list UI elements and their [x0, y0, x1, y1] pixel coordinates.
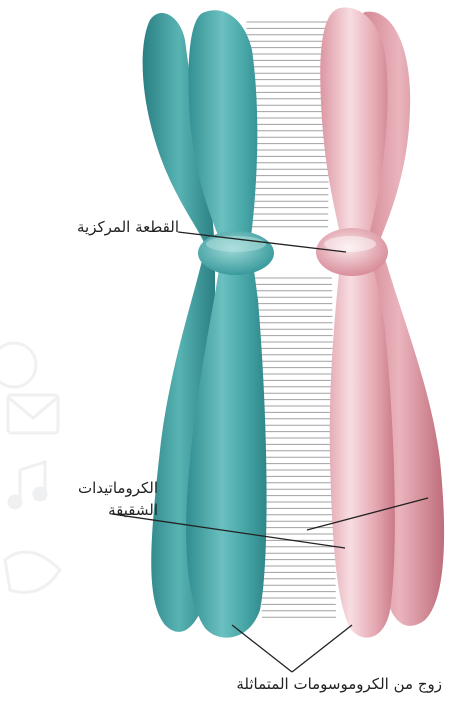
- watermark: [0, 343, 60, 593]
- left-chromosome: [143, 10, 274, 637]
- sister-chromatids-label-line2: الشقيقة: [10, 500, 158, 520]
- homologous-leader-left: [232, 625, 292, 672]
- sister-chromatids-label-line1: الكروماتيدات: [10, 478, 158, 498]
- centromere-label: القطعة المركزية: [14, 217, 179, 237]
- homologous-leader-right: [292, 625, 352, 672]
- right-centromere: [316, 228, 388, 276]
- watermark-envelope-icon: [8, 395, 58, 433]
- watermark-circle-icon: [0, 343, 36, 387]
- right-chromosome: [316, 8, 444, 638]
- homologous-pair-label: زوج من الكروموسومات المتماثلة: [112, 674, 442, 694]
